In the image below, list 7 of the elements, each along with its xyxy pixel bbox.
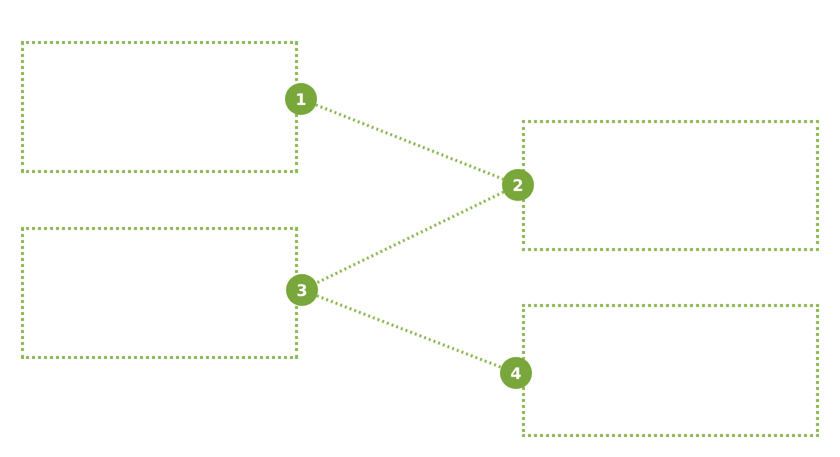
dotted-connector xyxy=(316,190,504,284)
dotted-connector xyxy=(316,294,502,369)
number-badge: 2 xyxy=(502,169,534,201)
number-badge: 1 xyxy=(285,83,317,115)
dotted-connector xyxy=(315,104,504,180)
number-badge: 3 xyxy=(286,274,318,306)
number-badge: 4 xyxy=(500,357,532,389)
